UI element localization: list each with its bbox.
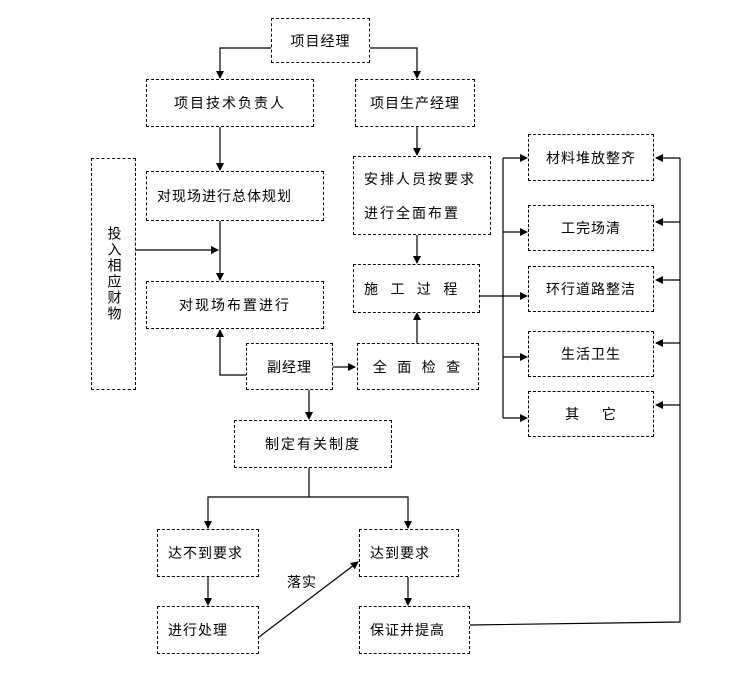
node-production-manager: 项目生产经理 [355,79,475,127]
right-item: 工完场清 [528,205,654,251]
node-regulations: 制定有关制度 [234,420,392,468]
edge-deputy-layout [216,329,246,376]
right-item: 生活卫生 [528,331,654,377]
node-not-met: 达不到要求 [157,529,259,577]
node-inspection: 全 面 检 查 [357,343,479,390]
edge-split-notmet [204,496,309,529]
node-tech-lead: 项目技术负责人 [146,79,314,127]
node-invest: 投入相应财物 [91,158,136,390]
node-overall-plan: 对现场进行总体规划 [146,171,324,221]
node-handle: 进行处理 [157,606,259,654]
right-item: 环行道路整洁 [528,266,654,312]
node-site-layout: 对现场布置进行 [146,281,324,329]
edge-label-implement: 落实 [287,575,317,591]
right-item: 其 它 [528,391,654,437]
node-arrange-staff: 安排人员按要求进行全面布置 [353,156,491,235]
right-item: 材料堆放整齐 [528,134,654,181]
node-construction-process: 施 工 过 程 [353,264,480,313]
edge-pm-tech [216,47,271,79]
edge-split-met [309,496,412,529]
node-met: 达到要求 [359,529,459,577]
edge-pm-prod [370,47,421,79]
node-project-manager: 项目经理 [271,18,370,63]
feedback-line [469,158,681,626]
node-guarantee: 保证并提高 [359,606,470,654]
node-deputy-manager: 副经理 [246,343,333,390]
edge-handle-met [258,561,359,638]
